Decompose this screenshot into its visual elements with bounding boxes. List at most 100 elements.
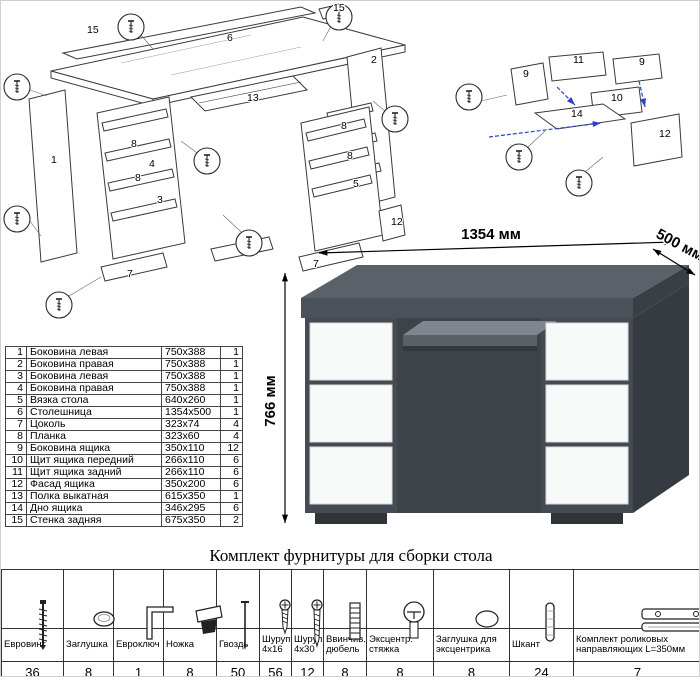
part-qty: 1 [220,394,243,407]
part-num: 4 [5,382,27,395]
part-qty: 1 [220,358,243,371]
part-size: 323x60 [161,430,221,443]
part-num: 13 [5,490,27,503]
drawer-facade-panel-12 [630,113,683,167]
cap-icon [63,569,115,629]
drawer-fronts [309,322,629,505]
part-number-label: 11 [573,54,584,66]
part-num: 2 [5,358,27,371]
part-number-label: 5 [353,178,359,190]
part-qty: 6 [220,466,243,479]
desktop-panel-6 [50,16,406,107]
part-name: Боковина ящика [26,442,162,455]
part-size: 350x110 [161,442,221,455]
part-size: 640x260 [161,394,221,407]
part-size: 750x388 [161,370,221,383]
part-number-label: 6 [227,32,233,44]
part-number-label: 3 [157,194,163,206]
dimension-height: 766 мм [261,273,288,523]
wood-dowel-icon [509,569,574,642]
part-name: Цоколь [26,418,162,431]
drawer-slide-icon [573,569,699,632]
part-num: 5 [5,394,27,407]
part-num: 3 [5,370,27,383]
hardware-qty: 1 [113,661,164,676]
part-number-label: 7 [313,258,319,270]
depth-dimension-label: 500 мм [653,226,700,265]
hardware-qty: 24 [509,661,574,676]
hardware-callouts [455,83,604,197]
hardware-name: Шкант [509,628,574,662]
part-name: Дно ящика [26,502,162,515]
hardware-name: Заглушка [63,628,114,662]
height-dimension-label: 766 мм [262,375,279,426]
part-name: Боковина левая [26,346,162,359]
hardware-qty: 8 [366,661,434,676]
part-number-label: 14 [571,108,583,120]
hardware-qty: 36 [1,661,64,676]
part-number-label: 15 [87,24,99,36]
hexkey-icon [113,569,174,640]
part-qty: 1 [220,490,243,503]
part-num: 10 [5,454,27,467]
part-size: 266x110 [161,466,221,479]
part-qty: 1 [220,406,243,419]
part-size: 750x388 [161,358,221,371]
part-size: 675x350 [161,514,221,527]
part-size: 350x200 [161,478,221,491]
drawer-back-panel-11 [548,51,607,82]
hardware-name: Ножка [163,628,217,662]
part-num: 15 [5,514,27,527]
cam-lock-icon [366,569,434,639]
screw-short-icon [259,569,292,635]
hardware-qty: 12 [291,661,324,676]
hardware-callouts [3,3,409,319]
part-num: 12 [5,478,27,491]
right-pedestal-panel-4 [300,106,384,252]
part-qty: 1 [220,346,243,359]
assembly-direction-arrows [488,80,647,138]
part-name: Щит ящика задний [26,466,162,479]
plinth-panel-7-left [100,252,168,282]
part-qty: 4 [220,430,243,443]
part-qty: 2 [220,514,243,527]
hardware-name: Евроключ [113,628,164,662]
part-name: Боковина левая [26,370,162,383]
part-num: 7 [5,418,27,431]
part-name: Столешница [26,406,162,419]
cam-cap-icon [433,569,510,629]
hardware-name: Эксцентр. стяжка [366,628,434,662]
part-qty: 1 [220,382,243,395]
part-name: Стенка задняя [26,514,162,527]
hardware-qty: 8 [63,661,114,676]
part-qty: 6 [220,454,243,467]
part-qty: 6 [220,502,243,515]
pullout-shelf-13 [189,75,309,112]
part-number-label: 8 [135,172,141,184]
back-panel-15 [61,6,317,60]
dimension-width: 1354 мм [318,225,674,256]
part-number-label: 8 [131,138,137,150]
part-number-label: 4 [149,158,155,170]
screw-long-icon [291,569,324,648]
part-number-label: 9 [639,56,645,68]
